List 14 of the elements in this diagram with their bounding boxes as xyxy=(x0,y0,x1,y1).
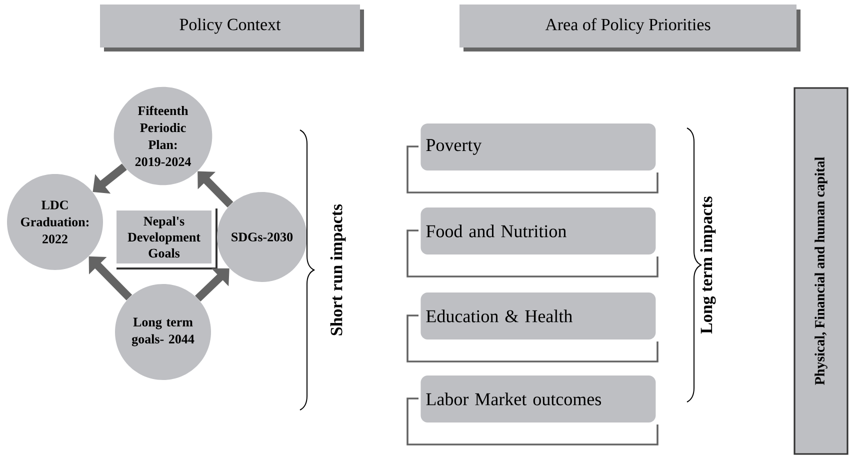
priority-box: Education & Health xyxy=(406,292,658,362)
priority-box: Poverty xyxy=(406,124,658,194)
priority-box: Food and Nutrition xyxy=(406,208,658,278)
header-box: Policy Context xyxy=(100,4,364,52)
impact-label: Long term impacts xyxy=(700,196,716,334)
header-box: Area of Policy Priorities xyxy=(460,4,800,52)
block-arrow xyxy=(92,164,127,194)
capital-box: Physical, Financial and human capital xyxy=(794,87,848,455)
impact-label: Short run impacts xyxy=(330,204,346,336)
priority-box: Labor Market outcomes xyxy=(406,376,658,446)
goal-box: Nepal's Development Goals xyxy=(116,208,218,270)
block-arrow xyxy=(195,268,230,302)
block-arrow xyxy=(198,171,234,208)
block-arrow xyxy=(88,256,132,300)
